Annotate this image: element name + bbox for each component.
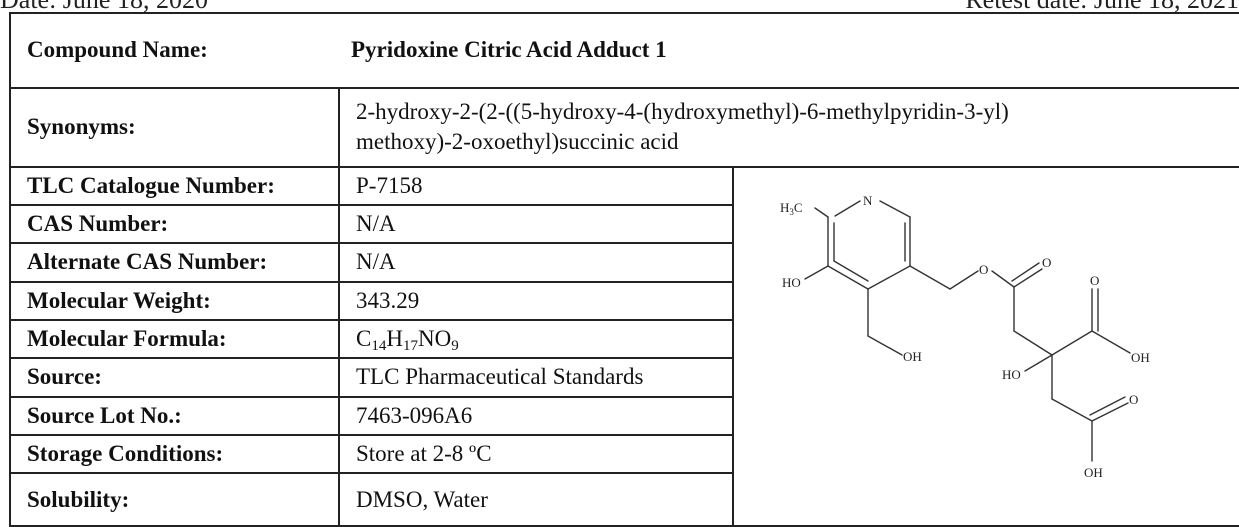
synonyms-label: Synonyms: <box>9 86 340 168</box>
compound-name-label: Compound Name: <box>27 37 208 63</box>
storage-conditions-value: Store at 2-8 ºC <box>338 433 734 475</box>
table-row: Molecular Weight: 343.29 <box>9 280 1239 321</box>
synonyms-value: 2-hydroxy-2-(2-((5-hydroxy-4-(hydroxymet… <box>337 86 1239 168</box>
source-lot-value: 7463-096A6 <box>338 395 734 436</box>
atom-label-o-ester: O <box>979 262 988 277</box>
cas-number-label: CAS Number: <box>9 203 340 245</box>
molecular-weight-value: 343.29 <box>338 280 734 321</box>
atom-label-o-acid-top: O <box>1090 273 1099 288</box>
solubility-value: DMSO, Water <box>338 472 734 527</box>
table-row: Storage Conditions: Store at 2-8 ºC <box>9 433 1239 475</box>
table-row: Source: TLC Pharmaceutical Standards <box>9 357 1239 398</box>
atom-label-o-ester-carbonyl: O <box>1042 255 1051 270</box>
table-row: Source Lot No.: 7463-096A6 <box>9 395 1239 436</box>
storage-conditions-label: Storage Conditions: <box>9 433 340 475</box>
table-row: TLC Catalogue Number: P-7158 <box>9 165 1239 527</box>
synonyms-line-2: methoxy)-2-oxoethyl)succinic acid <box>356 129 679 155</box>
catalogue-number-value: P-7158 <box>338 165 734 207</box>
source-lot-label: Source Lot No.: <box>9 395 340 436</box>
table-row: Alternate CAS Number: N/A <box>9 242 1239 283</box>
synonyms-row: Synonyms: 2-hydroxy-2-(2-((5-hydroxy-4-(… <box>9 86 1239 168</box>
source-value: TLC Pharmaceutical Standards <box>338 357 734 398</box>
molecular-formula-value: C14H17NO9 <box>338 318 734 360</box>
compound-name-row: Compound Name: Pyridoxine Citric Acid Add… <box>8 12 1239 89</box>
cas-number-value: N/A <box>338 203 734 245</box>
alternate-cas-value: N/A <box>338 242 734 283</box>
atom-label-ho-ring: HO <box>782 275 801 290</box>
atom-label-n: N <box>863 193 873 208</box>
source-label: Source: <box>9 357 340 398</box>
compound-name-value: Pyridoxine Citric Acid Adduct 1 <box>351 37 667 63</box>
atom-label-h3c: H3C <box>780 200 803 217</box>
atom-label-o-acid-bottom: O <box>1129 392 1138 407</box>
atom-label-oh-acid-bottom: OH <box>1084 465 1103 480</box>
catalogue-number-label: TLC Catalogue Number: <box>9 165 340 207</box>
solubility-label: Solubility: <box>9 472 340 527</box>
chemical-structure: H3C N HO OH O O O OH HO O OH <box>780 193 1150 480</box>
structure-cell: H3C N HO OH O O O OH HO O OH <box>731 165 1239 527</box>
synonyms-line-1: 2-hydroxy-2-(2-((5-hydroxy-4-(hydroxymet… <box>356 99 1009 125</box>
table-row: Solubility: DMSO, Water <box>9 472 1239 527</box>
table-row: Molecular Formula: C14H17NO9 <box>9 318 1239 360</box>
alternate-cas-label: Alternate CAS Number: <box>9 242 340 283</box>
molecular-formula-label: Molecular Formula: <box>9 318 340 360</box>
molecular-weight-label: Molecular Weight: <box>9 280 340 321</box>
header-retest-date: Retest date: June 18, 2021 <box>965 0 1239 13</box>
table-row: CAS Number: N/A <box>9 203 1239 245</box>
compound-info-table: Compound Name: Pyridoxine Citric Acid Add… <box>8 12 1239 527</box>
atom-label-oh-ch2: OH <box>903 349 922 364</box>
header-date: Date: June 18, 2020 <box>0 0 208 13</box>
atom-label-ho-center: HO <box>1002 367 1021 382</box>
atom-label-oh-acid-top: OH <box>1131 350 1150 365</box>
